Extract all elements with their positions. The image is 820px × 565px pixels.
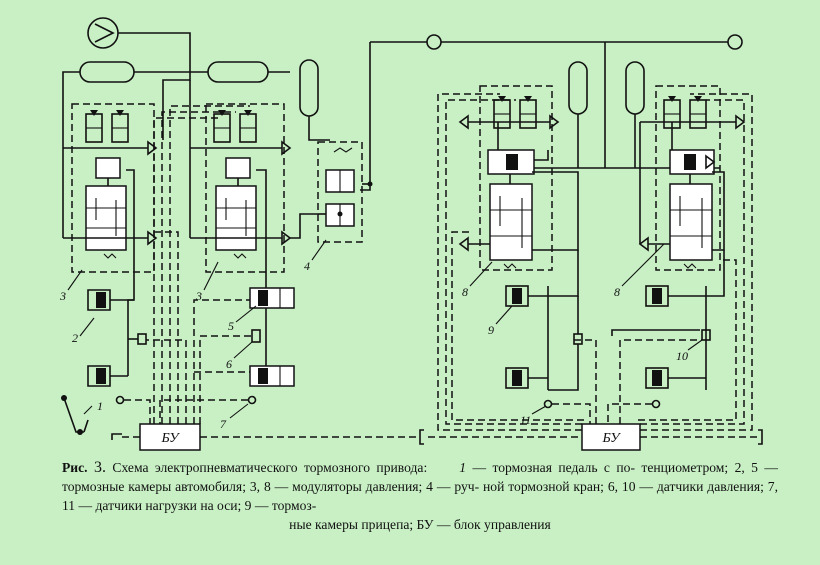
label-3-middle: 3: [195, 289, 202, 303]
label-6: 6: [226, 357, 232, 371]
caption-item1-number: 1: [459, 460, 467, 475]
control-unit-left: БУ: [139, 423, 201, 451]
label-11: 11: [520, 413, 531, 427]
caption-prefix: Рис.: [62, 460, 88, 475]
brake-chamber-2-upper: [87, 289, 134, 311]
label-8-left: 8: [462, 285, 468, 299]
brake-pedal-1: [61, 395, 84, 435]
hand-brake-valve-4: [290, 141, 373, 243]
caption-line3: ной тормозной кран; 6, 10 — датчики давл…: [62, 479, 778, 513]
receiver-left: [79, 61, 135, 83]
modulator-3-middle: [189, 103, 292, 273]
compressor: [87, 17, 119, 49]
label-8-right: 8: [614, 285, 620, 299]
caption-line4: ные камеры прицепа; БУ — блок управления: [289, 517, 551, 532]
pressure-sensor-6: [251, 329, 261, 343]
brake-chamber-2-lower: [87, 365, 128, 387]
trailer-chamber-right-lower: [645, 367, 706, 389]
label-4: 4: [304, 259, 310, 273]
label-1: 1: [97, 399, 103, 413]
modulator-8-left: [458, 85, 579, 271]
axle-load-sensor-11: [543, 399, 553, 409]
label-5: 5: [228, 319, 234, 333]
label-7: 7: [220, 417, 227, 431]
label-9: 9: [488, 323, 494, 337]
brake-chamber-5-lower: [249, 365, 295, 387]
pneumatic-schema: БУ: [59, 17, 763, 451]
receiver-right-1: [568, 61, 588, 115]
label-10: 10: [676, 349, 688, 363]
caption-title: Схема электропневматического тормозного …: [112, 460, 428, 475]
brake-chamber-5-upper: [249, 287, 295, 309]
modulator-8-right: [638, 85, 746, 271]
pressure-sensor-10: [701, 329, 711, 341]
label-3-left: 3: [59, 289, 66, 303]
caption-line1-rest: — тормозная педаль с по-: [472, 460, 635, 475]
caption-line2: тенциометром; 2, 5 — тормозные камеры ав…: [62, 460, 778, 494]
caption-number: 3.: [93, 459, 106, 476]
control-unit-left-label: БУ: [160, 431, 180, 446]
trailer-chamber-9-lower: [505, 367, 548, 389]
receiver-right-2: [625, 61, 645, 115]
figure-caption: Рис. 3. Схема электропневматического тор…: [62, 458, 778, 534]
receiver-vertical: [299, 59, 319, 117]
modulator-3-left: [62, 103, 158, 273]
control-unit-right-label: БУ: [601, 431, 621, 446]
axle-load-sensor-7: [247, 395, 257, 405]
control-unit-right: БУ: [581, 423, 641, 451]
trailer-chamber-right-upper: [645, 285, 706, 307]
label-2: 2: [72, 331, 78, 345]
trailer-chamber-9-upper: [505, 285, 548, 307]
receiver-middle: [207, 61, 269, 83]
